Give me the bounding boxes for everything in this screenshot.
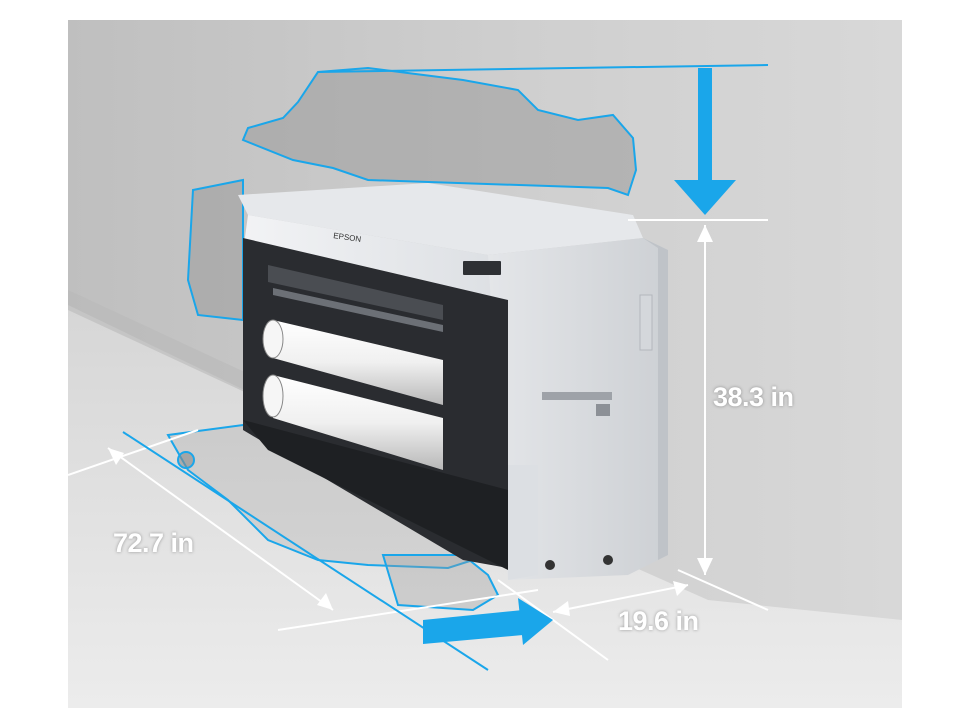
side-vent bbox=[542, 392, 612, 400]
extended-outline bbox=[166, 66, 638, 612]
printer: EPSON bbox=[238, 183, 668, 580]
right-arrow-icon bbox=[122, 431, 553, 671]
paper-roll-upper bbox=[262, 319, 443, 405]
dimension-lines bbox=[68, 219, 769, 661]
control-panel bbox=[463, 261, 501, 275]
height-dimension-label: 38.3 in bbox=[713, 382, 794, 412]
depth-dimension-label: 19.6 in bbox=[618, 606, 699, 636]
dimension-arrowheads bbox=[108, 225, 713, 616]
brand-logo: EPSON bbox=[333, 231, 362, 244]
paper-roll-lower bbox=[262, 374, 443, 470]
width-dimension-label: 72.7 in bbox=[113, 528, 194, 558]
down-arrow-icon bbox=[317, 64, 769, 215]
product-scene: EPSON bbox=[68, 20, 902, 708]
printer-dimension-illustration: EPSON bbox=[68, 20, 902, 708]
